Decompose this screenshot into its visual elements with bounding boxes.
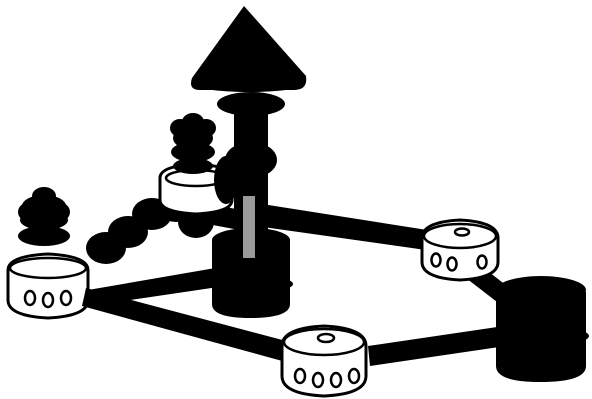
hub-hole — [313, 373, 323, 387]
hub-hole — [432, 254, 441, 267]
right-hub-connector — [422, 220, 498, 280]
hub-hole — [25, 291, 35, 305]
hub-hole — [448, 258, 457, 271]
shaft-side-bead — [214, 156, 238, 204]
hub-top-hole — [455, 229, 469, 236]
hub-hole — [43, 293, 53, 307]
peg-lobe — [46, 202, 70, 222]
peg-lobe — [32, 187, 56, 205]
hub-hole — [349, 369, 359, 383]
hub-hole — [478, 256, 487, 269]
shaft-highlight — [243, 196, 255, 258]
hub-body — [8, 254, 88, 318]
rod-front-to-black — [368, 326, 506, 366]
hub-top — [496, 276, 586, 304]
front-hub-connector — [282, 326, 366, 396]
peg-lobe — [182, 113, 204, 131]
peg-lobe — [18, 202, 42, 222]
hub-ring — [209, 275, 293, 293]
hub-hole — [331, 373, 341, 387]
right-black-hub — [493, 276, 589, 382]
hub-ring — [493, 326, 589, 346]
arrow-tip — [191, 6, 306, 92]
arrow-base — [193, 76, 305, 92]
hub-hole — [295, 369, 305, 383]
left-hub-connector — [8, 187, 88, 318]
shaft-collar — [217, 92, 285, 116]
hub-top-hole — [318, 334, 334, 342]
hub-hole — [61, 291, 71, 305]
